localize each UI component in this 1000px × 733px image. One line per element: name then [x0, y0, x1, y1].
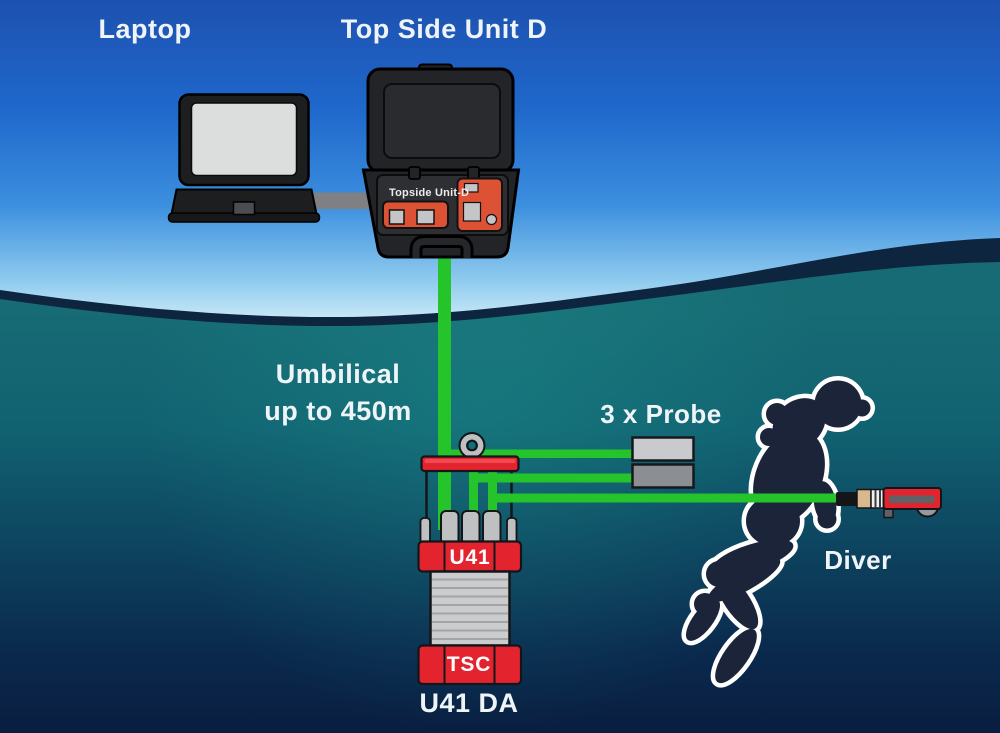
lifting-ring-icon [458, 432, 486, 459]
equipment-case-icon [361, 63, 521, 259]
case-key-1 [388, 209, 405, 225]
umbilical-label-line1: Umbilical [275, 359, 401, 389]
probe-slot [889, 495, 935, 503]
case-lid-interior [383, 83, 501, 159]
case-latch-left [408, 166, 421, 180]
rod-end-right [506, 517, 518, 545]
probe-tab [883, 508, 894, 519]
connector-3 [482, 510, 502, 546]
module-bottom-label: TSC [446, 653, 492, 676]
module-ribbed-body [429, 570, 511, 647]
umbilical-label: Umbilical up to 450m [264, 356, 412, 430]
lifting-bar [420, 455, 520, 473]
probe-1 [631, 436, 695, 462]
probe-cables [469, 473, 841, 503]
case-side-slot [463, 182, 479, 193]
umbilical-cable [438, 253, 451, 530]
topside-unit-label: Top Side Unit D [340, 14, 548, 44]
connector-1 [440, 510, 460, 546]
case-latch-right [467, 166, 480, 180]
case-panel-label: Topside Unit-D [389, 187, 470, 199]
case-side-knob [485, 213, 498, 226]
laptop-icon [167, 93, 372, 223]
probe-cable-2-riser [469, 464, 478, 530]
umbilical-cable-icon [438, 253, 633, 530]
probe-cable-1 [444, 449, 633, 458]
module-name-label: U41 DA [419, 688, 519, 718]
subsea-module-icon [417, 432, 523, 686]
module-top-label: U41 [449, 546, 491, 569]
probe-icon [631, 436, 695, 489]
laptop-screen-display [190, 102, 298, 177]
probe-2 [631, 463, 695, 489]
case-key-2 [416, 209, 435, 225]
rod-end-left [419, 517, 431, 545]
handheld-probe-icon [836, 487, 942, 519]
connector-2 [461, 510, 481, 546]
laptop-case-link-cable [306, 192, 372, 209]
case-handle [412, 238, 471, 258]
lifting-bar-highlight [424, 459, 516, 463]
probe-cable-3 [488, 493, 841, 503]
probe-stripe-section [870, 488, 885, 509]
umbilical-label-line2: up to 450m [264, 396, 412, 426]
module-ribs [432, 578, 508, 640]
probe-collar [856, 488, 872, 509]
laptop-trackpad [232, 201, 256, 216]
probe-grip [836, 492, 859, 506]
probes-label: 3 x Probe [600, 399, 722, 429]
case-side-screen [462, 201, 482, 222]
diver-label: Diver [824, 545, 892, 575]
probe-cable-2 [469, 473, 634, 483]
laptop-label: Laptop [98, 14, 192, 44]
